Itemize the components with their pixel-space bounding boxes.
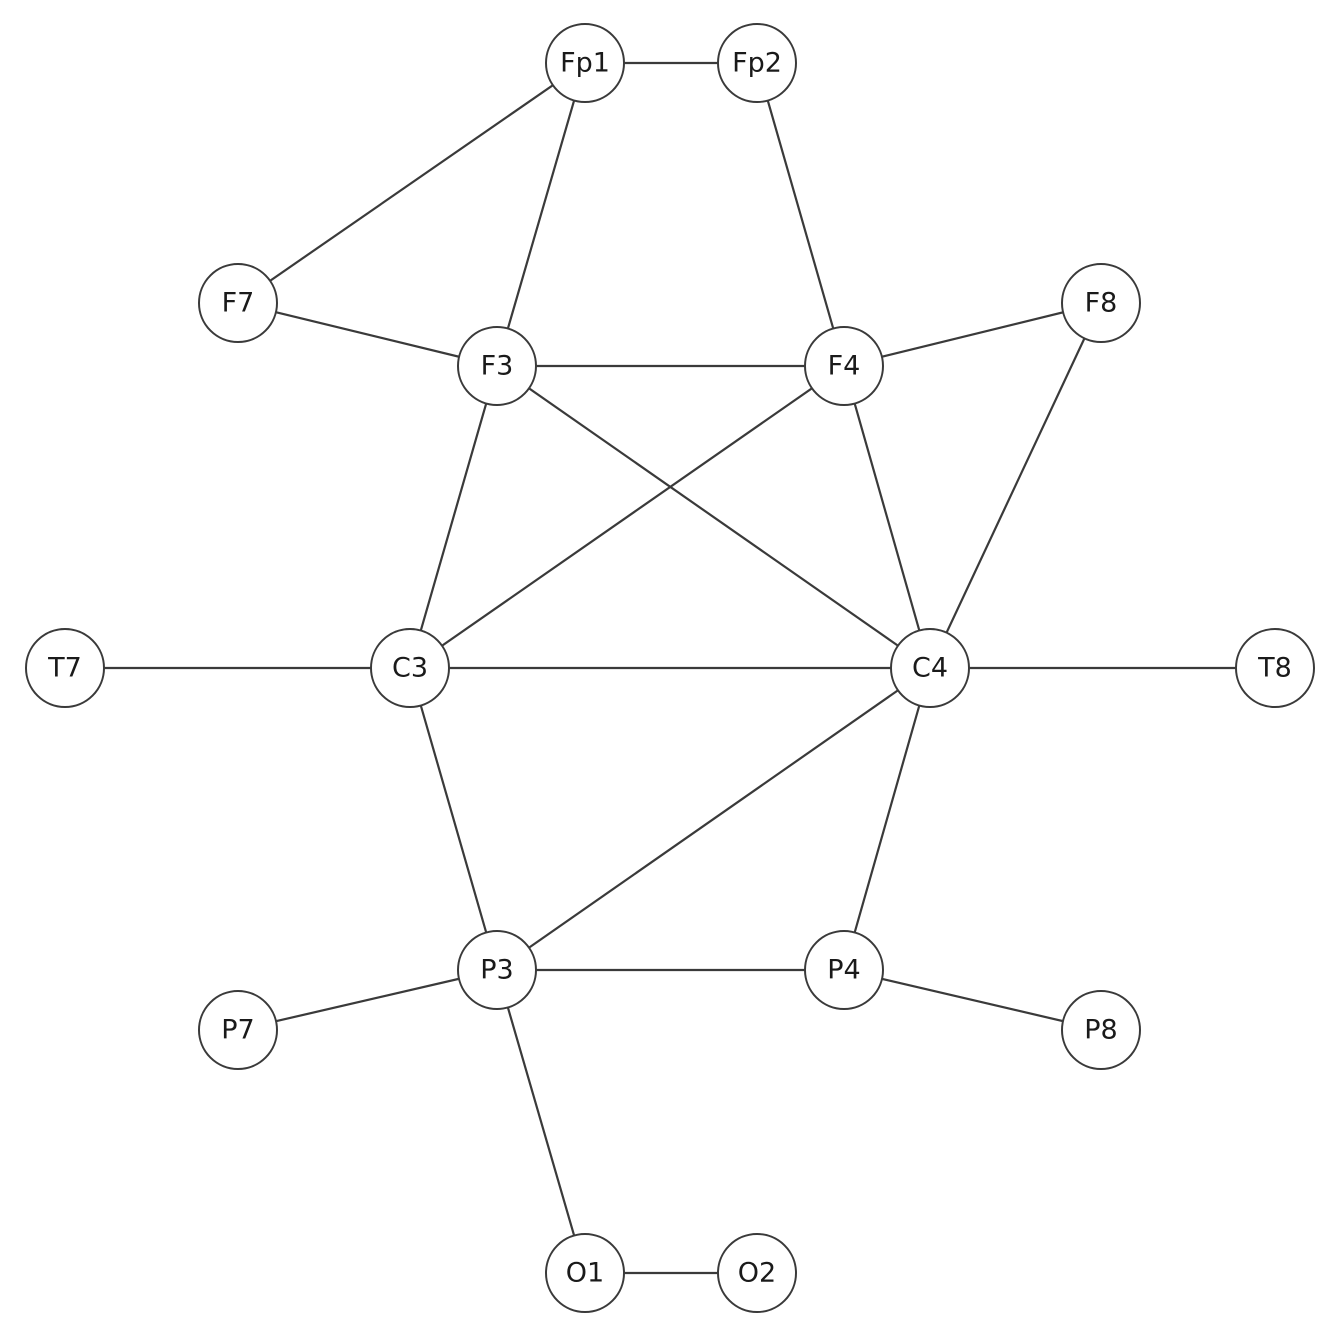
- node-circle: [457, 930, 537, 1010]
- node-label: O2: [738, 1258, 776, 1289]
- node-p8: P8: [1061, 990, 1141, 1070]
- node-label: O1: [566, 1258, 604, 1289]
- node-circle: [457, 326, 537, 406]
- node-circle: [25, 628, 105, 708]
- edge-fp1-f3: [495, 62, 587, 367]
- node-circle: [804, 930, 884, 1010]
- node-label: F4: [828, 351, 861, 382]
- node-p3: P3: [457, 930, 537, 1010]
- node-label: F8: [1085, 288, 1118, 319]
- edge-f3-c3: [408, 365, 499, 669]
- edge-p3-o1: [495, 969, 587, 1274]
- node-label: P7: [221, 1015, 254, 1046]
- node-label: P3: [480, 955, 513, 986]
- node-circle: [717, 23, 797, 103]
- edge-p4-p8: [843, 968, 1102, 1032]
- edge-f4-c4: [842, 365, 932, 669]
- node-label: T8: [1257, 653, 1292, 684]
- node-label: P4: [827, 955, 860, 986]
- edge-f4-c3: [409, 365, 845, 669]
- node-o2: O2: [717, 1233, 797, 1313]
- edges-layer: [65, 61, 1275, 1275]
- node-circle: [370, 628, 450, 708]
- node-circle: [890, 628, 970, 708]
- edge-f7-f3: [237, 301, 498, 368]
- node-label: Fp1: [560, 48, 610, 79]
- edge-fp2-f4: [755, 62, 846, 367]
- node-fp2: Fp2: [717, 23, 797, 103]
- node-label: C3: [392, 653, 428, 684]
- node-circle: [545, 23, 625, 103]
- node-label: Fp2: [732, 48, 782, 79]
- node-p7: P7: [198, 990, 278, 1070]
- node-o1: O1: [545, 1233, 625, 1313]
- node-c4: C4: [890, 628, 970, 708]
- node-circle: [545, 1233, 625, 1313]
- node-f3: F3: [457, 326, 537, 406]
- node-f8: F8: [1061, 263, 1141, 343]
- node-circle: [1235, 628, 1315, 708]
- node-circle: [717, 1233, 797, 1313]
- edge-f3-c4: [496, 365, 931, 669]
- node-circle: [198, 990, 278, 1070]
- node-circle: [804, 326, 884, 406]
- node-f7: F7: [198, 263, 278, 343]
- node-t8: T8: [1235, 628, 1315, 708]
- edge-fp1-f7: [237, 62, 586, 304]
- node-label: F7: [222, 288, 255, 319]
- node-f4: F4: [804, 326, 884, 406]
- node-label: P8: [1084, 1015, 1117, 1046]
- edge-p3-p7: [237, 968, 498, 1032]
- node-p4: P4: [804, 930, 884, 1010]
- node-label: C4: [912, 653, 948, 684]
- node-c3: C3: [370, 628, 450, 708]
- node-fp1: Fp1: [545, 23, 625, 103]
- node-t7: T7: [25, 628, 105, 708]
- edge-c4-p3: [496, 667, 931, 971]
- edge-c4-p4: [842, 667, 932, 971]
- node-label: F3: [481, 351, 514, 382]
- node-circle: [1061, 263, 1141, 343]
- node-circle: [198, 263, 278, 343]
- edge-f4-f8: [843, 301, 1102, 368]
- edge-f8-c4: [929, 302, 1102, 669]
- node-label: T7: [47, 653, 82, 684]
- edge-c3-p3: [408, 667, 499, 971]
- node-circle: [1061, 990, 1141, 1070]
